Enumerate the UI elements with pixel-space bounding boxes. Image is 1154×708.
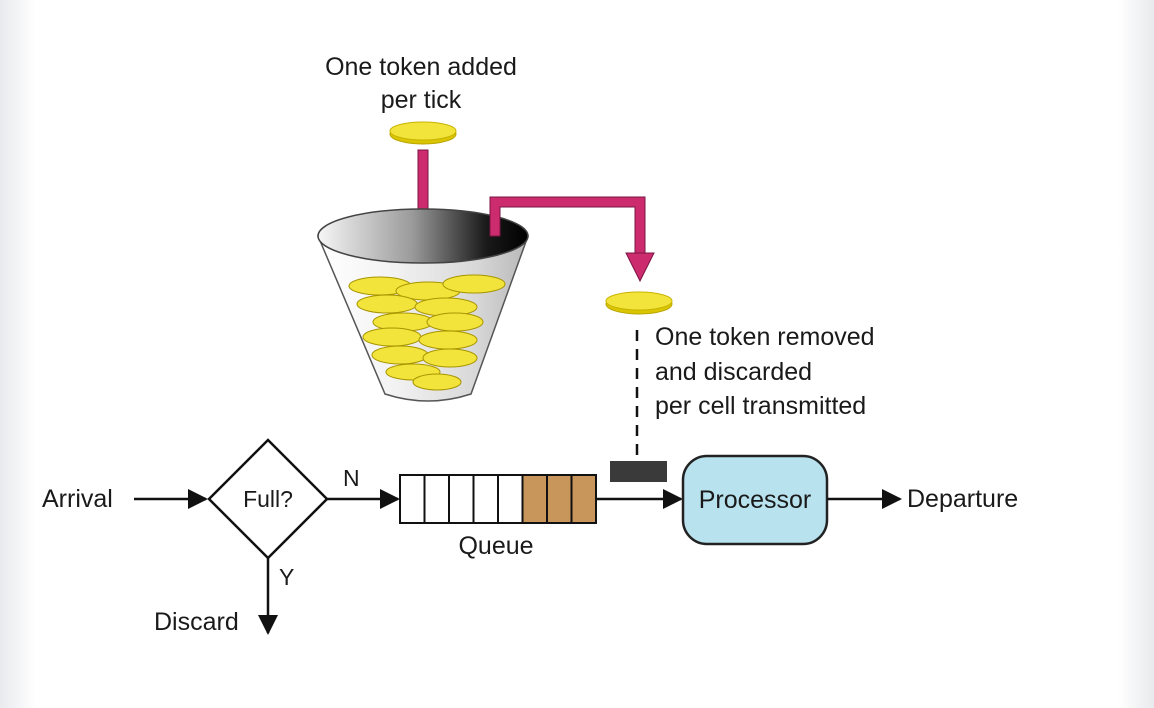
arrival-label: Arrival	[42, 485, 113, 513]
token-removed-label-line3: per cell transmitted	[655, 392, 866, 420]
queue-slot-empty	[448, 474, 475, 524]
no-branch-label: N	[343, 465, 360, 491]
right-edge-shade	[1118, 0, 1154, 708]
token-removed-label: One token removed	[655, 323, 875, 351]
queue-slot-filled	[570, 474, 597, 524]
queue-slot-empty	[399, 474, 426, 524]
decision-label: Full?	[243, 486, 293, 512]
queue-slot-filled	[546, 474, 573, 524]
transmit-gate	[610, 461, 667, 482]
left-edge-shade	[0, 0, 36, 708]
bucket-tokens	[348, 274, 506, 391]
token-added-label-line2: per tick	[381, 86, 462, 114]
queue-slot-empty	[423, 474, 450, 524]
queue	[399, 474, 597, 524]
token-added-label: One token added	[325, 53, 517, 81]
queue-slot-empty	[497, 474, 524, 524]
queue-slot-filled	[521, 474, 548, 524]
removed-token-icon	[605, 291, 673, 315]
token-bucket	[316, 208, 530, 402]
incoming-token-icon	[389, 121, 457, 145]
queue-slot-empty	[472, 474, 499, 524]
token-removed-label-line2: and discarded	[655, 358, 812, 386]
processor-label: Processor	[699, 486, 812, 514]
token-out-arrow	[489, 196, 655, 283]
departure-label: Departure	[907, 485, 1018, 513]
yes-branch-label: Y	[279, 564, 294, 590]
discard-label: Discard	[154, 608, 239, 636]
queue-label: Queue	[458, 532, 533, 560]
